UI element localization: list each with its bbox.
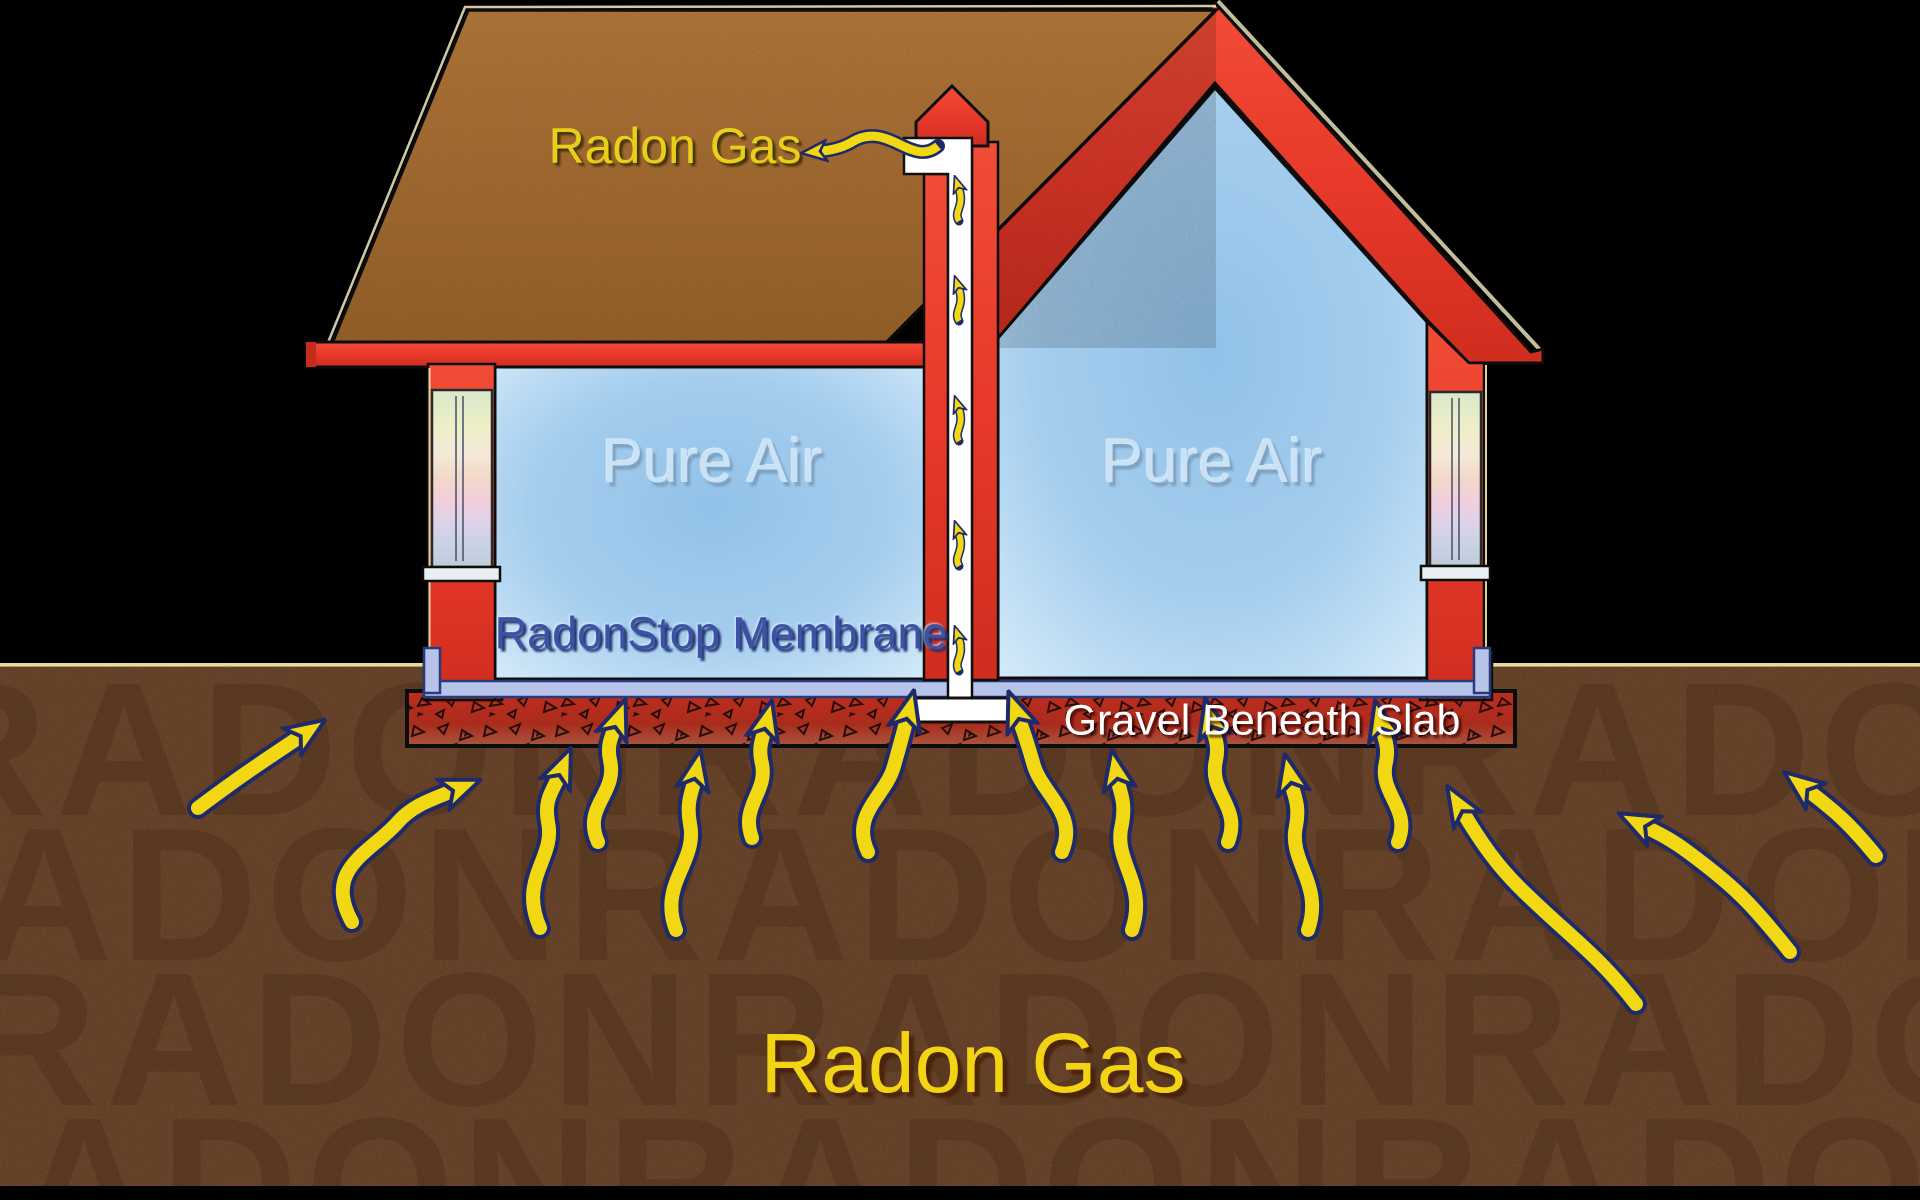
vent-exit-arrow bbox=[822, 129, 945, 152]
right-window-sill bbox=[1419, 564, 1492, 582]
pipe-chase-left bbox=[922, 172, 950, 682]
left-roof bbox=[325, 4, 1221, 350]
pipe-suction-tee bbox=[910, 696, 1010, 724]
right-window bbox=[1419, 390, 1492, 582]
left-window-sill bbox=[421, 565, 502, 583]
pure-air-left-label: Pure Air bbox=[601, 427, 823, 496]
left-window bbox=[421, 388, 502, 583]
soil-radon-arrows bbox=[187, 722, 1887, 1015]
chimney-cap bbox=[914, 83, 990, 148]
pure-air-right-label: Pure Air bbox=[1101, 427, 1323, 496]
membrane-label: RadonStop Membrane bbox=[494, 607, 948, 659]
pipe-chase-right bbox=[970, 140, 1000, 682]
left-room-interior bbox=[493, 365, 931, 681]
bottom-border bbox=[0, 1186, 1920, 1200]
vent-pipe bbox=[902, 83, 1010, 724]
soil-radon-label: Radon Gas bbox=[760, 1016, 1186, 1110]
gravel-label: Gravel Beneath Slab bbox=[1063, 696, 1461, 745]
pipe-flow-arrows bbox=[957, 189, 960, 676]
left-fascia bbox=[304, 340, 938, 369]
roof-vent-label: Radon Gas bbox=[548, 118, 802, 174]
